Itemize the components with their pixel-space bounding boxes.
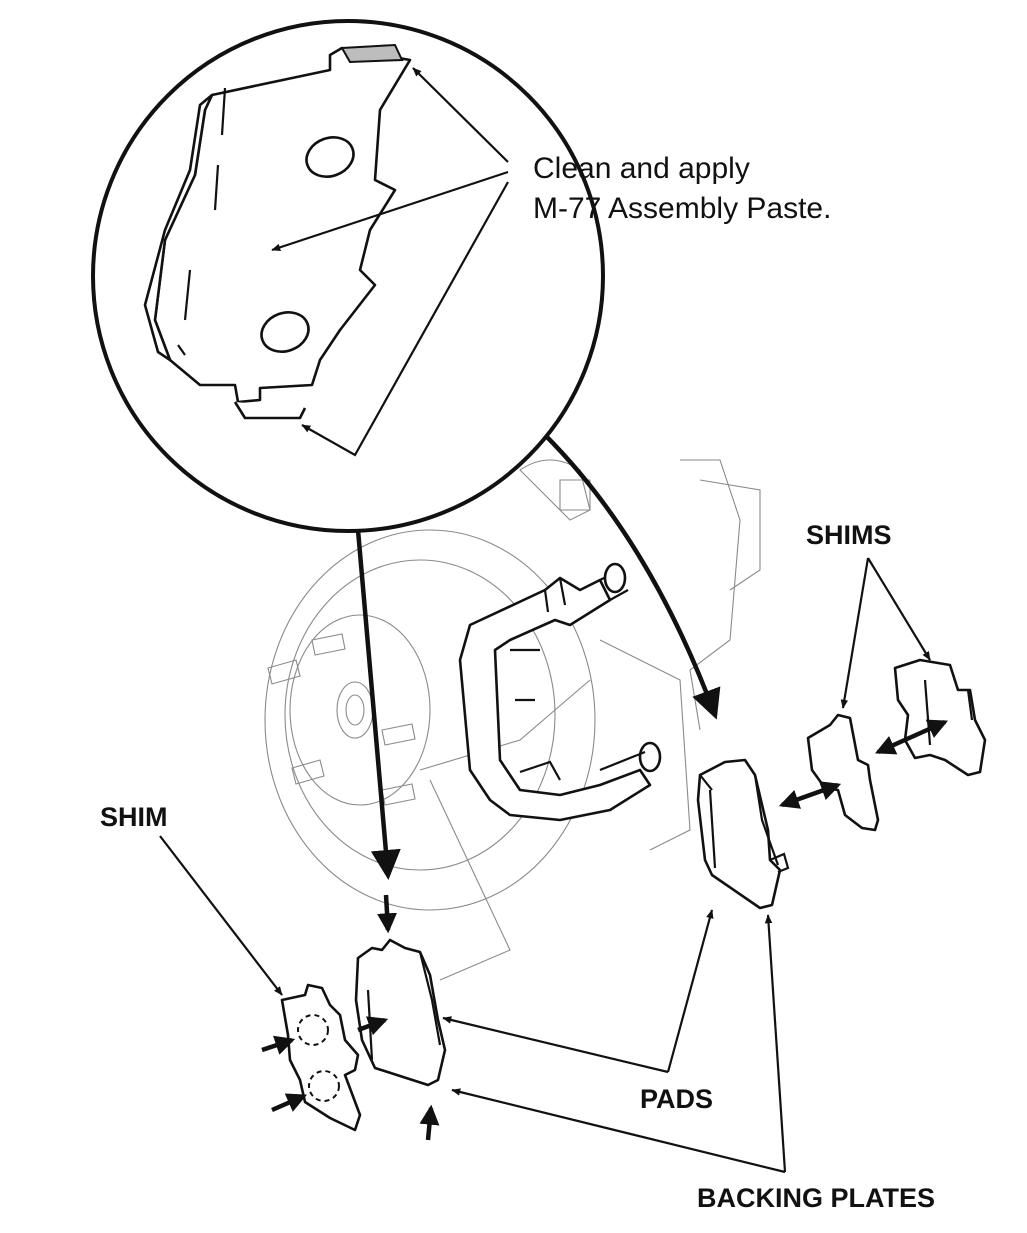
- label-leaders: [159, 557, 931, 1174]
- inner-pad: [354, 938, 447, 1087]
- caliper-bracket: [458, 562, 662, 822]
- magnified-inset: [91, 19, 605, 533]
- outer-shim-1: [806, 713, 880, 832]
- flow-arrows: [355, 433, 721, 880]
- callout-line-1: Clean and apply: [533, 152, 750, 185]
- assembly-arrows-right: [778, 719, 949, 809]
- label-backing-plates: BACKING PLATES: [697, 1183, 935, 1213]
- brake-disc-background: [264, 459, 761, 981]
- outer-pad: [696, 758, 790, 910]
- paste-callout-arrows: [271, 67, 509, 457]
- inner-shim: [280, 983, 362, 1132]
- label-shim: SHIM: [100, 802, 168, 832]
- paste-area: [340, 43, 404, 64]
- outer-shim-2: [893, 658, 987, 777]
- paste-point-arrows: [261, 894, 440, 1141]
- callout-line-2: M-77 Assembly Paste.: [533, 192, 831, 225]
- label-shims: SHIMS: [806, 520, 892, 550]
- label-pads: PADS: [640, 1084, 713, 1114]
